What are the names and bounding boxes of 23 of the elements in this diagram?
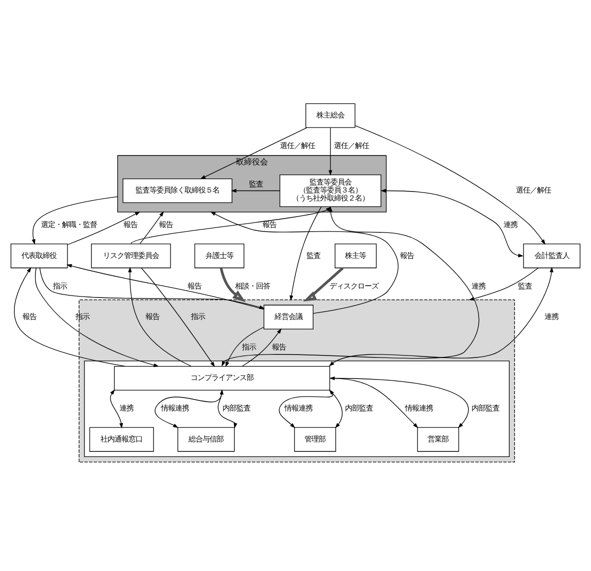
arrow xyxy=(128,266,192,367)
arrow xyxy=(468,268,539,300)
arrow xyxy=(210,212,399,314)
arrow xyxy=(34,268,160,367)
arrow xyxy=(328,127,332,176)
arrow xyxy=(380,188,524,258)
arrow xyxy=(200,127,308,180)
arrow xyxy=(110,389,124,428)
arrow xyxy=(231,188,280,193)
arrow xyxy=(225,326,264,368)
arrow xyxy=(14,267,126,367)
arrow xyxy=(354,125,546,245)
arrow xyxy=(130,206,332,244)
arrow xyxy=(222,206,480,367)
arrow xyxy=(140,211,164,244)
arrow xyxy=(140,268,215,368)
arrow xyxy=(328,266,554,366)
arrow xyxy=(67,212,140,245)
arrow xyxy=(220,268,246,302)
arrow xyxy=(303,267,344,302)
arrow xyxy=(32,196,118,245)
arrow xyxy=(242,328,282,367)
arrow xyxy=(290,206,322,301)
